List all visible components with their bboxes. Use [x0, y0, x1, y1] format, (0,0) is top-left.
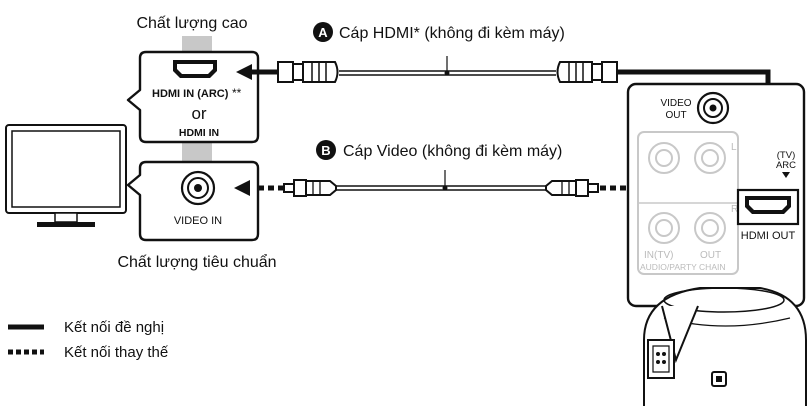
- in-tv-label: IN(TV): [644, 250, 673, 261]
- svg-text:B: B: [321, 143, 330, 158]
- hdmi-in-arc-label: HDMI IN (ARC): [152, 88, 229, 100]
- rca-jack-icon: [180, 170, 216, 206]
- hdmi-cable-text: Cáp HDMI* (không đi kèm máy): [339, 25, 565, 42]
- hdmi-out-label: HDMI OUT: [741, 230, 796, 242]
- legend-recommended: Kết nối đề nghị: [64, 319, 164, 336]
- legend: Kết nối đề nghị Kết nối thay thế: [8, 319, 169, 361]
- arc-indicator-icon: [782, 172, 790, 178]
- audio-party-chain-label: AUDIO/PARTY CHAIN: [640, 262, 726, 272]
- svg-text:A: A: [318, 25, 328, 40]
- tv-panel-strip-mid: [182, 142, 212, 162]
- hdmi-out-port-icon: [745, 196, 791, 214]
- badge-a-icon: [313, 22, 333, 42]
- r-label: R: [731, 204, 738, 215]
- video-in-label: VIDEO IN: [174, 215, 222, 227]
- badge-b-icon: [316, 140, 336, 160]
- tv-hdmi-callout: HDMI IN (ARC) ** or HDMI IN: [126, 50, 260, 144]
- double-asterisk: **: [232, 86, 242, 100]
- video-out-label-line1: VIDEO: [660, 98, 691, 109]
- hdmi-cable-label: A Cáp HDMI* (không đi kèm máy): [313, 22, 565, 42]
- legend-alternative: Kết nối thay thế: [64, 344, 169, 361]
- video-cable-text: Cáp Video (không đi kèm máy): [343, 143, 562, 160]
- tv-icon: [5, 124, 127, 227]
- l-label: L: [731, 142, 737, 153]
- arc-label: ARC: [776, 160, 796, 171]
- video-out-jack-icon: [696, 91, 730, 125]
- tv-panel-strip-top: [182, 36, 212, 52]
- tv-label: (TV): [777, 150, 795, 161]
- tv-video-callout: VIDEO IN: [126, 160, 260, 242]
- quality-standard-label: Chất lượng tiêu chuẩn: [117, 253, 276, 271]
- out-label: OUT: [700, 250, 721, 261]
- hdmi-in-label: HDMI IN: [179, 127, 219, 139]
- video-out-label-line2: OUT: [665, 110, 686, 121]
- quality-high-label: Chất lượng cao: [136, 15, 247, 32]
- or-label: or: [191, 104, 206, 123]
- speaker-panel: L R IN(TV) OUT AUDIO/PARTY CHAIN VIDEO O…: [626, 82, 806, 308]
- video-cable-label: B Cáp Video (không đi kèm máy): [316, 140, 562, 160]
- speaker-unit-illustration: [643, 287, 807, 406]
- hdmi-port-icon: [173, 60, 217, 78]
